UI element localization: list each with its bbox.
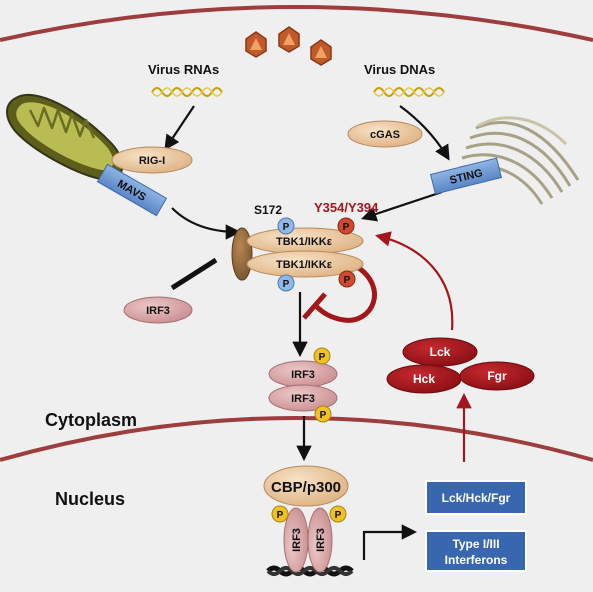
src-to-tbk1-arrow	[375, 231, 454, 331]
endoplasmic-reticulum-icon	[459, 116, 580, 205]
src-kinase-gene-box	[425, 480, 527, 515]
nuclear-membrane	[0, 416, 593, 462]
membrane-anchor	[231, 227, 253, 281]
irf3-dimer-bottom	[268, 384, 338, 412]
irf3-top-phospho-label: P	[319, 352, 326, 363]
cbp-p300-protein	[263, 465, 349, 507]
dna-strand-icon	[373, 87, 445, 97]
cbp-p300-label: CBP/p300	[271, 479, 341, 496]
tbk1-ikke-bottom-label: TBK1/IKKε	[276, 259, 333, 271]
nuclear-irf3-left-phospho-label: P	[277, 510, 284, 521]
sting-to-tbk1-arrow	[361, 190, 443, 222]
nucleus-label: Nucleus	[55, 489, 125, 509]
mitochondrion-icon	[6, 93, 124, 182]
nuclear-irf3-right-phospho-label: P	[335, 510, 342, 521]
rig-i-protein	[111, 146, 193, 174]
s172-phospho-icon	[277, 217, 295, 235]
src-kinase-gene-label: Lck/Hck/Fgr	[442, 491, 511, 505]
cgas-protein	[347, 120, 423, 148]
virus-particle-icon	[245, 31, 267, 58]
free-irf3-protein	[123, 296, 193, 324]
nuclear-irf3-left-phospho-icon	[271, 505, 289, 523]
tbk1-ikke-bottom	[246, 250, 364, 278]
y354-phospho-label: P	[343, 222, 350, 233]
hck-label: Hck	[413, 372, 435, 386]
rna-to-rig-i-arrow	[164, 105, 195, 151]
lck-label: Lck	[430, 345, 451, 359]
y394-phospho-label: P	[344, 275, 351, 286]
irf3-bottom-phospho-label: P	[320, 410, 327, 421]
plasma-membrane	[0, 5, 593, 42]
interferon-gene-label-line2: Interferons	[445, 553, 508, 567]
nuclear-irf3-right-label: IRF3	[315, 528, 327, 552]
y354-phospho-icon	[337, 217, 355, 235]
s172-label: S172	[254, 203, 282, 217]
virus-rna-label: Virus RNAs	[148, 62, 219, 77]
cytoplasm-label: Cytoplasm	[45, 410, 137, 430]
s172-phospho-label: P	[283, 222, 290, 233]
irf3-dimer-bottom-label: IRF3	[291, 393, 315, 405]
virus-dna-label: Virus DNAs	[364, 62, 435, 77]
y394-phospho-icon	[338, 270, 356, 288]
tbk1-bottom-phospho-label: P	[283, 279, 290, 290]
sting-protein	[429, 157, 503, 195]
tbk1-bottom-phospho-icon	[277, 274, 295, 292]
nuclear-irf3-left-label: IRF3	[291, 528, 303, 552]
interferon-gene-box	[425, 530, 527, 572]
dna-to-sting-arrow	[399, 105, 450, 161]
free-irf3-label: IRF3	[146, 305, 170, 317]
mavs-to-tbk1-arrow	[171, 207, 242, 240]
fgr-kinase	[459, 361, 535, 391]
cgas-label: cGAS	[370, 129, 400, 141]
chromatin-dna-icon	[266, 565, 354, 577]
gene-induction-arrow	[362, 524, 418, 560]
fgr-label: Fgr	[487, 369, 507, 383]
interferon-gene-label-line1: Type I/III	[452, 537, 499, 551]
tbk1-autoinhibition-curve	[302, 263, 377, 323]
nuclear-irf3-right-phospho-icon	[329, 505, 347, 523]
rna-strand-icon	[151, 87, 223, 97]
virus-particle-icon	[278, 26, 300, 53]
irf3-association-bar	[170, 257, 218, 291]
mavs-protein	[96, 163, 168, 217]
tbk1-ikke-top-label: TBK1/IKKε	[276, 236, 333, 248]
irf3-dimer-top-label: IRF3	[291, 369, 315, 381]
nuclear-irf3-right	[307, 507, 333, 573]
rig-i-label: RIG-I	[139, 155, 165, 167]
irf3-top-phospho-icon	[313, 347, 331, 365]
virus-particle-icon	[310, 39, 332, 66]
y354-y394-label: Y354/Y394	[314, 200, 379, 215]
irf3-bottom-phospho-icon	[314, 405, 332, 423]
